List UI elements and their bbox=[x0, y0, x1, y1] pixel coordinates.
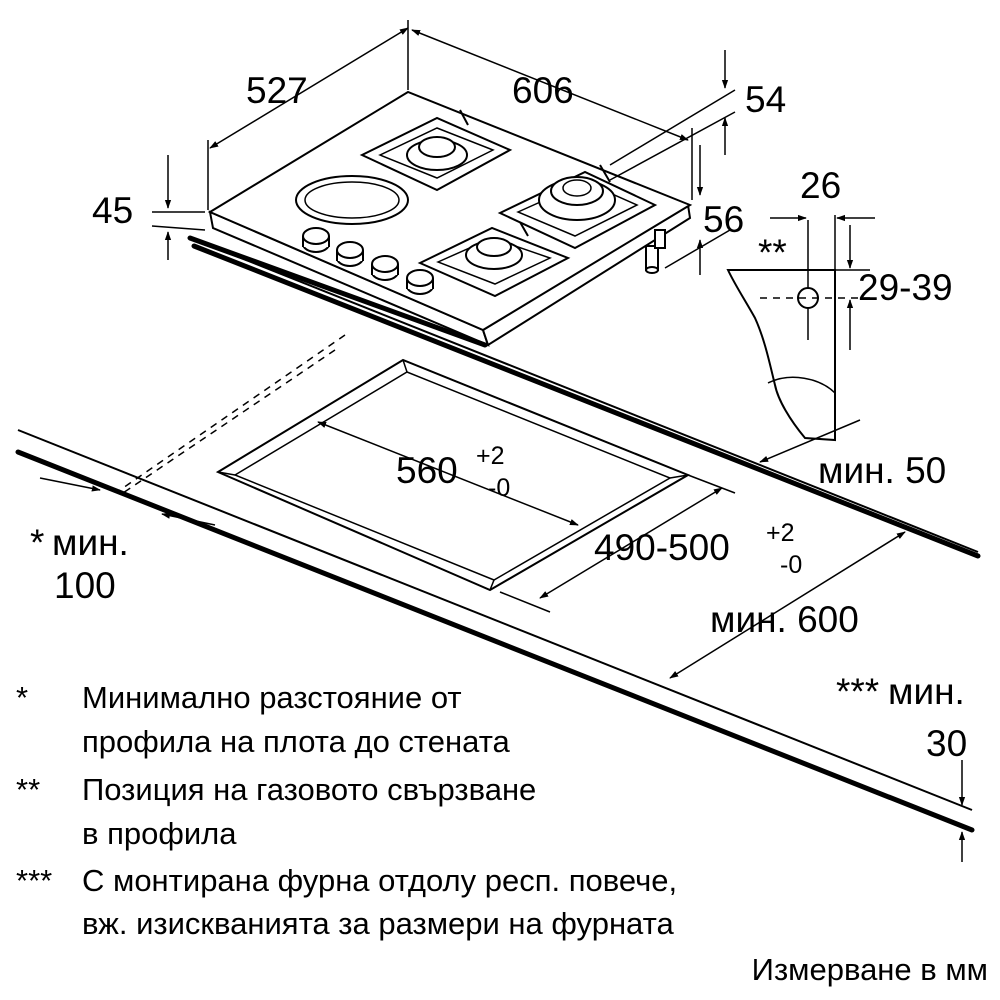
dim-min-front-value: 100 bbox=[54, 565, 116, 606]
dim-gas-offset: 26 bbox=[800, 165, 841, 206]
worktop bbox=[15, 239, 981, 833]
dim-min-back: мин. 50 bbox=[818, 450, 946, 491]
dim-min-worktop: мин. 600 bbox=[710, 599, 859, 640]
dim-cutout-width: 560 bbox=[396, 450, 458, 491]
dim-cutout-width-tol-plus: +2 bbox=[476, 442, 505, 470]
cutout-dimensions bbox=[39, 419, 966, 862]
worktop-profile-detail bbox=[726, 214, 875, 442]
footnote-text: Минимално разстояние от bbox=[82, 680, 462, 715]
knob bbox=[371, 255, 399, 281]
knob bbox=[302, 227, 330, 253]
footnote-text: в профила bbox=[82, 816, 237, 851]
footnote-text: вж. изискванията за размери на фурната bbox=[82, 906, 674, 941]
footnote-mark: *** bbox=[16, 863, 52, 898]
footnote-text: профила на плота до стената bbox=[82, 724, 511, 759]
dim-gas-height: 29-39 bbox=[858, 267, 953, 308]
footnote-mark: ** bbox=[16, 772, 40, 807]
burner-wok bbox=[497, 164, 658, 250]
dim-top-offset: 54 bbox=[745, 79, 786, 120]
gas-connector bbox=[645, 229, 666, 274]
dim-cutout-width-tol-minus: -0 bbox=[488, 474, 510, 502]
dim-depth: 527 bbox=[246, 70, 308, 111]
footnote-text: С монтирана фурна отдолу респ. повече, bbox=[82, 863, 677, 898]
knob bbox=[336, 241, 364, 267]
footnote-mark: * bbox=[16, 680, 28, 715]
dim-cutout-depth-tol-plus: +2 bbox=[766, 519, 795, 547]
control-knobs bbox=[302, 227, 434, 295]
dim-min-front-mark: * bbox=[30, 522, 44, 563]
footnote-text: Позиция на газовото свързване bbox=[82, 772, 536, 807]
hob-dimensions bbox=[151, 20, 736, 275]
dim-min-below-value: 30 bbox=[926, 723, 967, 764]
dim-cutout-depth-tol-minus: -0 bbox=[780, 551, 802, 579]
footnotes: * Минимално разстояние от профила на пло… bbox=[16, 680, 677, 941]
dim-height-left: 45 bbox=[92, 190, 133, 231]
units-note: Измерване в мм bbox=[752, 952, 988, 987]
dim-width: 606 bbox=[512, 70, 574, 111]
dim-min-front-label: мин. bbox=[52, 522, 129, 563]
knob bbox=[406, 269, 434, 295]
dim-height-right: 56 bbox=[703, 199, 744, 240]
electric-plate bbox=[295, 175, 409, 225]
dim-cutout-depth: 490-500 bbox=[594, 527, 730, 568]
dim-min-below-mark: *** bbox=[836, 671, 879, 712]
gas-connection-mark: ** bbox=[758, 232, 787, 273]
burner-front bbox=[417, 221, 571, 298]
dim-min-below-label: мин. bbox=[888, 671, 965, 712]
hob bbox=[187, 90, 693, 348]
